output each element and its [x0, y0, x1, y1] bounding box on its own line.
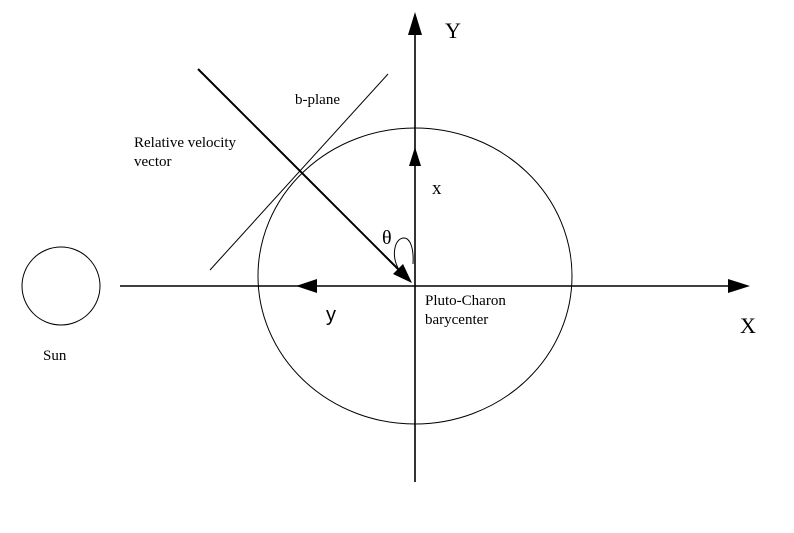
relative-velocity-label-line2: vector	[134, 154, 171, 170]
relative-velocity-line	[197, 68, 401, 272]
y-vector-arrowhead	[296, 279, 317, 293]
theta-angle-arc	[393, 237, 414, 269]
y-axis-label: Y	[445, 18, 461, 43]
barycenter-label-line2: barycenter	[425, 312, 488, 328]
barycenter-label-line1: Pluto-Charon	[425, 293, 506, 309]
x-vector-arrowhead	[409, 147, 421, 166]
relative-velocity-arrowhead	[393, 264, 412, 283]
theta-label: θ	[382, 227, 392, 249]
x-vector-label: x	[432, 178, 442, 199]
y-vector-label: y	[326, 304, 336, 326]
x-axis-label: X	[740, 313, 756, 338]
y-axis-arrowhead	[408, 12, 422, 35]
relative-velocity-label-line1: Relative velocity	[134, 135, 237, 151]
sun-circle	[21, 246, 101, 326]
b-plane-label: b-plane	[295, 92, 340, 108]
x-axis-arrowhead	[728, 279, 750, 293]
b-plane-line	[209, 73, 389, 271]
sun-label: Sun	[43, 348, 67, 364]
